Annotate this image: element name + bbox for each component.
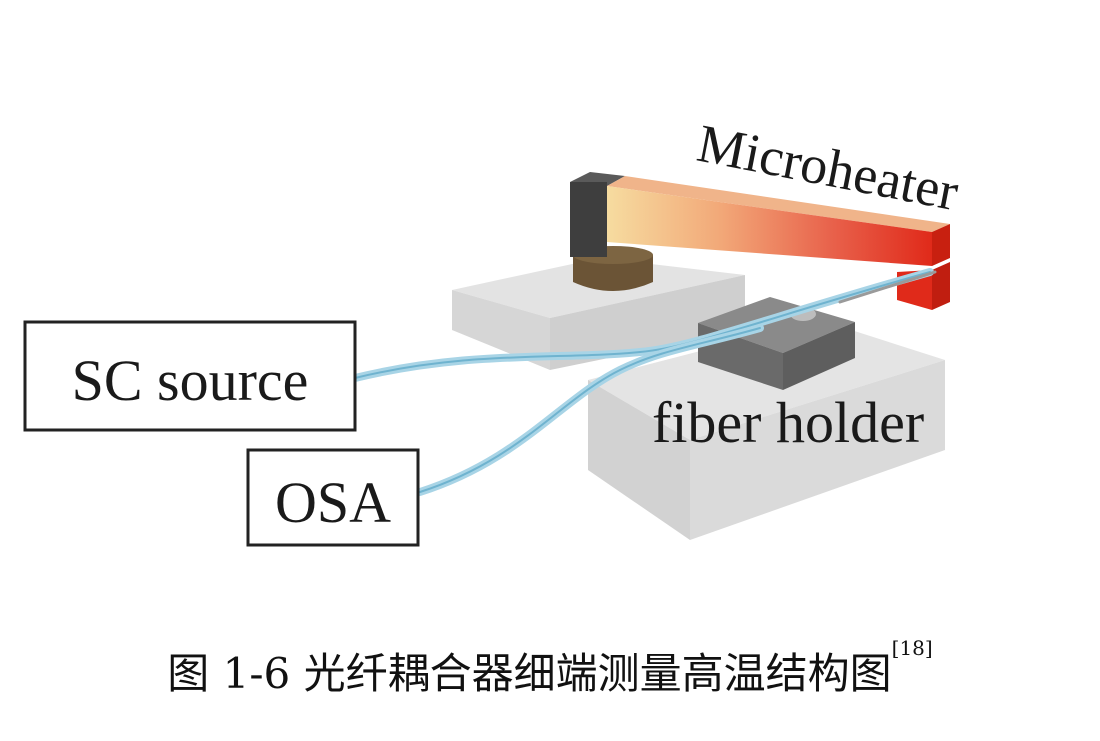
caption-text: 图 1-6 光纤耦合器细端测量高温结构图 [167,649,892,698]
osa-label: OSA [275,470,391,535]
fiber-holder-label: fiber holder [652,390,924,455]
optical-fibers [351,268,937,496]
osa-box [246,448,420,547]
sc-source-box [23,320,357,432]
citation-ref: [18] [891,636,933,660]
sc-source-label: SC source [72,348,309,413]
microheater-bars [607,176,950,310]
fiber-holder-block [698,297,855,390]
heater-mount [570,172,653,291]
figure-caption: 图 1-6 光纤耦合器细端测量高温结构图[18] [0,636,1100,701]
